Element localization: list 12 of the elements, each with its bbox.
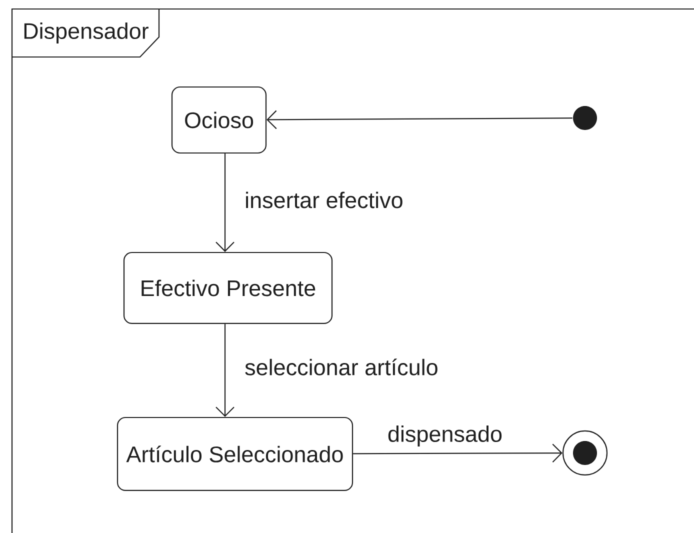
initial-state xyxy=(573,106,597,130)
edge-label: seleccionar artículo xyxy=(244,358,440,376)
state-box: Artículo Seleccionado xyxy=(116,416,354,492)
edge-label: dispensado xyxy=(386,424,504,448)
arrow xyxy=(266,110,572,130)
state-box: Ocioso xyxy=(171,86,267,154)
arrow xyxy=(353,444,562,462)
final-state xyxy=(562,430,608,476)
arrow xyxy=(216,154,234,252)
state-box: Efectivo Presente xyxy=(123,252,333,324)
arrow xyxy=(216,324,234,417)
edge-label: insertar efectivo xyxy=(244,190,404,210)
